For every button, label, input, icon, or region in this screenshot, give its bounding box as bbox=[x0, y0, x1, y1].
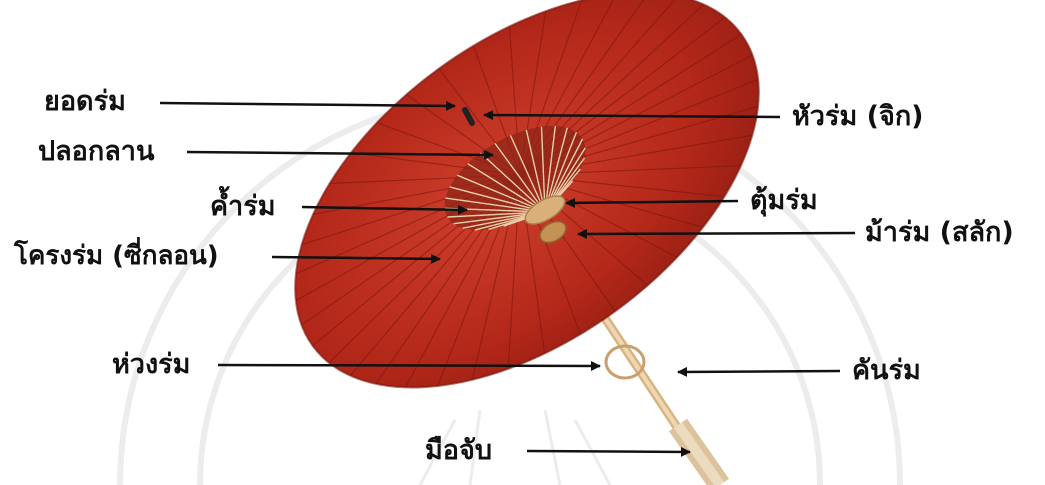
label-runner: ม้าร่ม (สลัก) bbox=[865, 219, 1014, 246]
arrow-grip bbox=[527, 451, 690, 452]
arrow-ring bbox=[218, 365, 600, 366]
label-ring: ห่วงร่ม bbox=[112, 351, 190, 378]
label-grip: มือจับ bbox=[425, 437, 492, 464]
label-head: หัวร่ม (จิก) bbox=[792, 103, 924, 130]
label-hub: ตุ้มร่ม bbox=[750, 187, 818, 214]
label-tip: ยอดร่ม bbox=[44, 88, 126, 115]
label-collar: ปลอกลาน bbox=[38, 138, 154, 165]
label-prop: ค้ำร่ม bbox=[210, 193, 276, 220]
arrow-shaft bbox=[678, 371, 840, 372]
label-frame: โครงร่ม (ซี่กลอน) bbox=[14, 243, 219, 269]
arrow-runner bbox=[578, 233, 855, 234]
label-shaft: คันร่ม bbox=[852, 357, 921, 384]
